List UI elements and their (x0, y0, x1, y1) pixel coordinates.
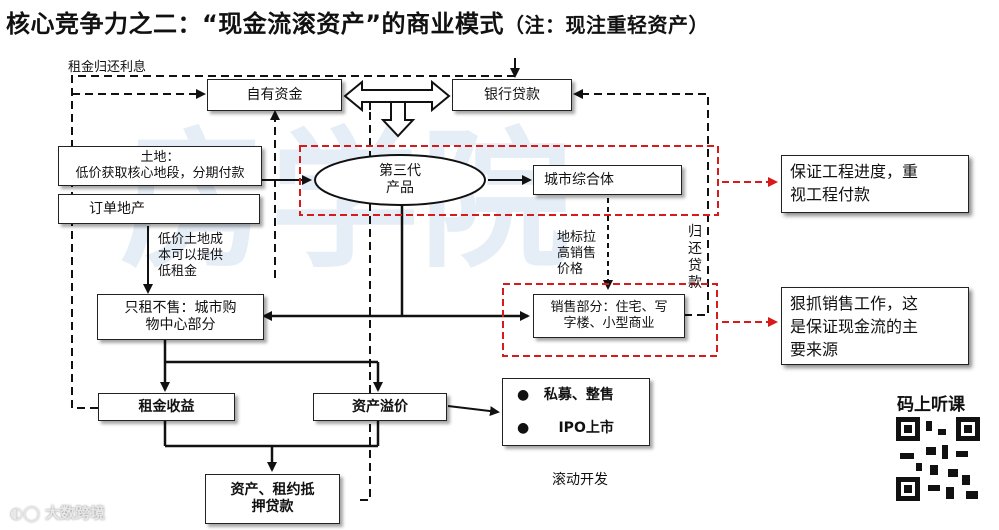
label-rolling: 滚动开发 (552, 472, 608, 488)
node-urban-complex: 城市综合体 (533, 165, 682, 195)
node-land: 土地： 低价获取核心地段，分期付款 (58, 146, 262, 186)
node-loan-pledge: 资产、租约抵 押贷款 (205, 474, 340, 524)
label-repay: 归 还 贷 款 (688, 224, 702, 291)
node-order-estate: 订单地产 (58, 194, 260, 224)
qr-code-icon (896, 417, 980, 501)
node-rent-income: 租金收益 (98, 393, 235, 421)
callout-sales: 狠抓销售工作，这 是保证现金流的主 要来源 (781, 287, 969, 365)
node-bank-loan: 银行贷款 (452, 79, 572, 111)
node-lease-only: 只租不售：城市购 物中心部分 (97, 294, 264, 340)
node-sales-part: 销售部分：住宅、写 字楼、小型商业 (533, 294, 685, 338)
node-self-funds: 自有资金 (207, 79, 342, 111)
label-landmark: 地标拉 高销售 价格 (557, 230, 597, 277)
exits-box: ● 私募、整售 ● IPO上市 (502, 378, 650, 446)
exit-item-private: ● 私募、整售 (517, 387, 614, 403)
title-main: 核心竞争力之二：“现金流滚资产”的商业模式 (6, 10, 505, 38)
label-rent-return: 租金归还利息 (68, 60, 147, 75)
page-title: 核心竞争力之二：“现金流滚资产”的商业模式（注：现注重轻资产） (6, 4, 709, 39)
exit-item-ipo: ● IPO上市 (517, 420, 614, 436)
node-asset-premium: 资产溢价 (313, 393, 447, 421)
qr-label: 码上听课 (897, 395, 965, 415)
brand-logo: ◐◯ 大数跨境 (10, 504, 106, 522)
callout-progress: 保证工程进度，重 视工程付款 (781, 155, 969, 213)
label-low-cost: 低价土地成 本可以提供 低租金 (158, 232, 224, 279)
logo-icon: ◐◯ (10, 504, 46, 522)
node-third-gen: 第三代 产品 (379, 163, 421, 196)
title-note: （注：现注重轻资产） (504, 13, 710, 37)
